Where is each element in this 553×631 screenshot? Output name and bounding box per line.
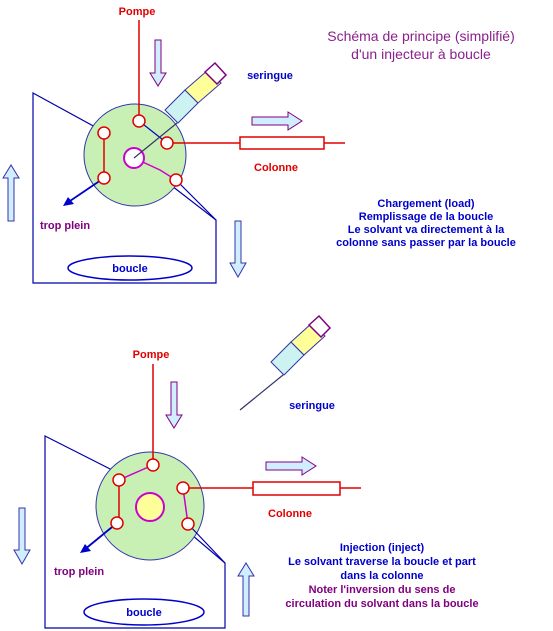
load-port-bottom-right (169, 173, 183, 187)
inject-seringue-label: seringue (289, 400, 335, 412)
inject-tropplein-arrow-line (83, 522, 118, 551)
load-tropplein-arrowhead (63, 197, 74, 206)
load-right-arrow-down (229, 220, 247, 279)
inject-right-arrow-up (237, 562, 255, 617)
inject-colonne-tube (252, 481, 341, 496)
load-port-bottom-left (97, 171, 111, 185)
load-tropplein-arrow-line (66, 177, 105, 204)
load-boucle-line (175, 179, 217, 221)
load-syringe-needle (133, 122, 178, 159)
inject-pump-arrow-down (165, 381, 183, 429)
load-colonne-label: Colonne (254, 162, 298, 174)
load-port-column (160, 136, 174, 150)
inject-diagram: boucle Pompe Colonne trop plein (13, 314, 479, 629)
load-port-left (97, 126, 111, 140)
inject-desc-line2: Le solvant traverse la boucle et part (288, 556, 476, 568)
inject-boucle-label: boucle (126, 607, 161, 619)
load-container-outline (32, 91, 217, 284)
inject-port-column (176, 481, 190, 495)
inject-desc-line5: circulation du solvant dans la boucle (285, 598, 478, 610)
load-pump-arrow-down (149, 39, 167, 87)
inject-desc-line3: dans la colonne (340, 570, 423, 582)
load-port-pump (132, 114, 146, 128)
load-left-arrow-up (2, 164, 20, 222)
load-column-arrow-right (251, 111, 303, 131)
load-desc-line3: Le solvant va directement à la (348, 224, 505, 236)
inject-boucle-line (187, 523, 226, 564)
load-diagram: boucle Pompe Colonne trop plein (2, 6, 516, 284)
inject-tropplein-arrowhead (80, 544, 91, 553)
inject-port-left (112, 473, 126, 487)
load-desc-line2: Remplissage de la boucle (359, 211, 494, 223)
inject-boucle-ellipse (83, 598, 205, 626)
load-desc-line4: colonne sans passer par la boucle (336, 237, 516, 249)
load-desc-line1: Chargement (load) (377, 198, 475, 210)
inject-syringe (239, 314, 332, 411)
inject-column-arrow-right (265, 456, 317, 476)
title-line2: d'un injecteur à boucle (351, 46, 491, 62)
inject-center-port (135, 492, 165, 522)
inject-desc-line1: Injection (inject) (340, 542, 425, 554)
inject-desc-line4: Noter l'inversion du sens de (309, 584, 456, 596)
inject-tropplein-label: trop plein (54, 566, 104, 578)
inject-colonne-label: Colonne (268, 508, 312, 520)
load-colonne-tube (239, 136, 325, 150)
load-boucle-ellipse (67, 255, 193, 281)
inject-port-bottom-left (110, 516, 124, 530)
inject-left-arrow-down (13, 507, 31, 566)
inject-container-outline (44, 435, 226, 629)
load-boucle-label: boucle (112, 263, 147, 275)
load-seringue-label: seringue (247, 70, 293, 82)
inject-pompe-label: Pompe (133, 349, 170, 361)
inject-port-pump (146, 458, 160, 472)
inject-syringe-needle (239, 374, 284, 411)
title-line1: Schéma de principe (simplifié) (327, 28, 515, 44)
load-syringe (133, 61, 228, 159)
load-tropplein-label: trop plein (40, 220, 90, 232)
load-syringe-handle (203, 61, 228, 86)
load-pompe-label: Pompe (119, 6, 156, 18)
inject-syringe-handle (307, 314, 332, 339)
inject-port-bottom-right (181, 517, 195, 531)
